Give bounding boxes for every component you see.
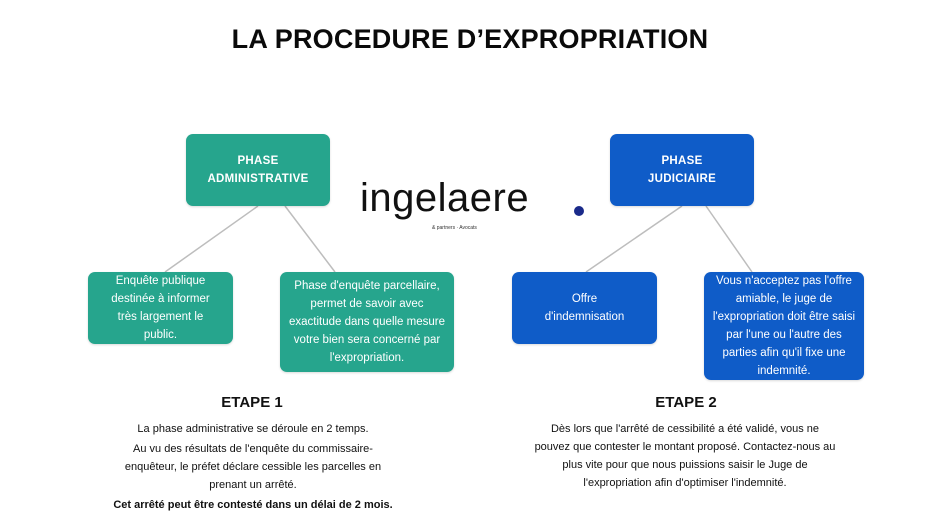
offre-indemnisation-text: Offre d'indemnisation: [544, 293, 625, 323]
enquete-parcellaire-box: Phase d'enquête parcellaire, permet de s…: [280, 272, 454, 372]
etape-2-title: ETAPE 2: [655, 394, 717, 411]
connector-judiciaire-to-juge: [705, 205, 753, 273]
juge-expropriation-box: Vous n'acceptez pas l'offre amiable, le …: [704, 272, 864, 380]
logo-wordmark: ingelaere: [360, 176, 530, 220]
juge-expropriation-text: Vous n'acceptez pas l'offre amiable, le …: [712, 275, 856, 377]
enquete-parcellaire-text: Phase d'enquête parcellaire, permet de s…: [289, 280, 445, 364]
connector-judiciaire-to-offre: [585, 205, 683, 273]
etape-1-title: ETAPE 1: [221, 394, 283, 411]
phase-judiciaire-box: PHASE JUDICIAIRE: [610, 134, 754, 206]
phase-administrative-box: PHASE ADMINISTRATIVE: [186, 134, 330, 206]
logo-dot-icon: [574, 206, 584, 216]
phase-judiciaire-label: PHASE JUDICIAIRE: [647, 155, 717, 185]
phase-administrative-label: PHASE ADMINISTRATIVE: [207, 155, 309, 185]
etape-2-paragraph: Dès lors que l'arrêté de cessibilité a é…: [534, 423, 836, 489]
enquete-publique-box: Enquête publique destinée à informer trè…: [88, 272, 233, 344]
enquete-publique-text: Enquête publique destinée à informer trè…: [111, 275, 210, 341]
offre-indemnisation-box: Offre d'indemnisation: [512, 272, 657, 344]
etape-1-emphasis: Cet arrêté peut être contesté dans un dé…: [113, 499, 393, 511]
connector-admin-to-parcellaire: [284, 205, 336, 273]
etape-2-text: Dès lors que l'arrêté de cessibilité a é…: [534, 420, 836, 494]
etape-1-paragraph: La phase administrative se déroule en 2 …: [137, 423, 369, 435]
etape-1-paragraph: Au vu des résultats de l'enquête du comm…: [124, 443, 382, 491]
page-title: LA PROCEDURE D’EXPROPRIATION: [231, 24, 709, 54]
etape-1-text: La phase administrative se déroule en 2 …: [100, 420, 406, 516]
logo-tagline: & partners · Avocats: [432, 225, 477, 231]
connector-admin-to-enquete: [164, 205, 259, 273]
ingelaere-logo: ingelaere & partners · Avocats: [360, 176, 590, 236]
